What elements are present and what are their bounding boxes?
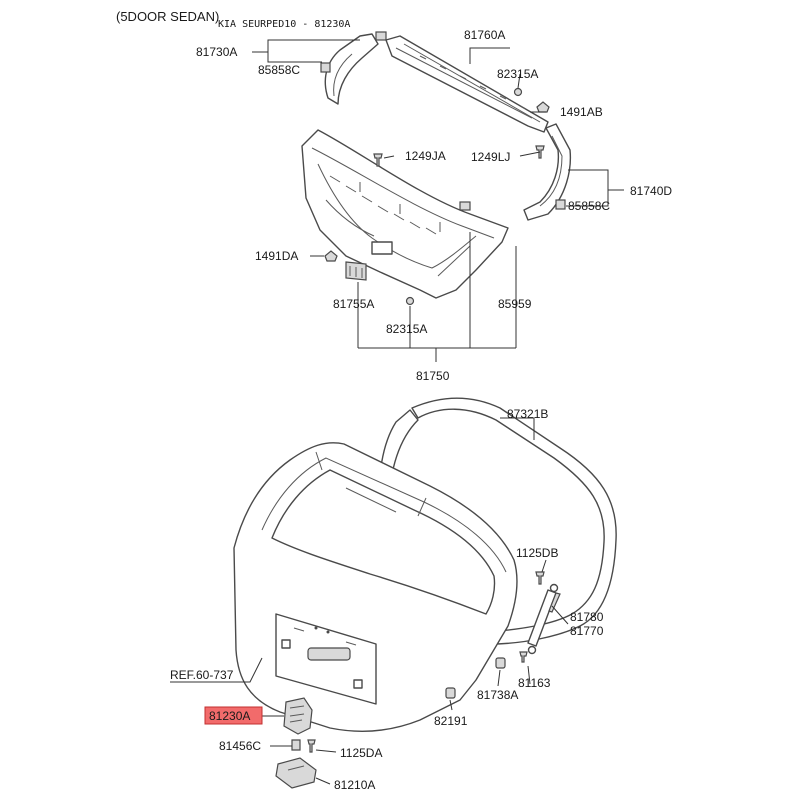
pull-handle-81755a (345, 261, 367, 281)
clip-85858c-top (320, 62, 331, 73)
label-ref-60-737[interactable]: REF.60-737 (170, 668, 234, 682)
clip-1491da (324, 250, 338, 262)
clip-85858c-right (555, 199, 566, 210)
side-trim-left (324, 31, 387, 105)
tailgate-panel (233, 442, 518, 732)
label-82315a-mid[interactable]: 82315A (386, 322, 427, 336)
label-82315a-top[interactable]: 82315A (497, 67, 538, 81)
diagram-subtitle: KIA SEURPED10 - 81230A (218, 19, 350, 30)
side-trim-right (523, 123, 572, 221)
label-81163[interactable]: 81163 (518, 676, 551, 690)
inner-trim-panel (301, 129, 509, 299)
screw-1249ja (373, 153, 383, 167)
clip-icon (375, 31, 387, 41)
label-81770[interactable]: 81770 (570, 624, 604, 638)
bolt-1125da (307, 739, 316, 753)
label-85959[interactable]: 85959 (498, 297, 532, 311)
label-87321b[interactable]: 87321B (507, 407, 548, 421)
label-81456c[interactable]: 81456C (219, 739, 261, 753)
label-81738a[interactable]: 81738A (477, 688, 518, 702)
handle-recess (371, 241, 393, 255)
highlight-box-81230a (204, 706, 263, 725)
striker-81210a (275, 757, 317, 789)
label-82191[interactable]: 82191 (434, 714, 468, 728)
label-85858c-top[interactable]: 85858C (258, 63, 300, 77)
bolt-1125db (535, 571, 545, 585)
label-81750[interactable]: 81750 (416, 369, 450, 383)
bumper-82191 (445, 687, 456, 699)
label-1491ab[interactable]: 1491AB (560, 105, 603, 119)
label-81780[interactable]: 81780 (570, 610, 604, 624)
label-1491da[interactable]: 1491DA (255, 249, 298, 263)
label-1249lj[interactable]: 1249LJ (471, 150, 510, 164)
label-1125da[interactable]: 1125DA (340, 746, 382, 760)
license-light-recess (307, 647, 351, 661)
label-81755a[interactable]: 81755A (333, 297, 374, 311)
label-81230a[interactable]: 81230A (209, 709, 250, 723)
label-1249ja[interactable]: 1249JA (405, 149, 446, 163)
screw-82315a-top (513, 87, 523, 97)
bolt-81163 (519, 651, 528, 663)
label-81740d[interactable]: 81740D (630, 184, 672, 198)
gas-lift-strut (527, 583, 561, 655)
label-81210a[interactable]: 81210A (334, 778, 375, 792)
upper-trim-panel (385, 35, 549, 133)
label-81730a[interactable]: 81730A (196, 45, 237, 59)
latch-81230a (283, 697, 313, 735)
label-1125db[interactable]: 1125DB (516, 546, 558, 560)
label-81760a[interactable]: 81760A (464, 28, 505, 42)
label-85858c-right[interactable]: 85858C (568, 199, 610, 213)
clip-1491ab (536, 101, 550, 113)
bumper-81738a (495, 657, 506, 669)
leader-lines (170, 39, 624, 785)
variant-title: (5DOOR SEDAN) (116, 9, 219, 24)
bushing-81456c (291, 739, 301, 751)
screw-82315a-mid (405, 296, 415, 306)
